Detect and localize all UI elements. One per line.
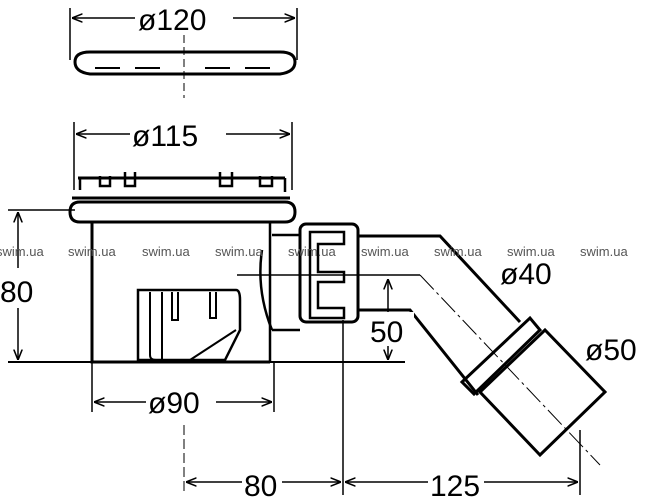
outlet-height-label: 50 xyxy=(370,316,403,349)
watermark: swim.ua xyxy=(142,244,190,259)
watermark: swim.ua xyxy=(507,244,555,259)
drain-flange: ø115 xyxy=(68,118,297,224)
bottom-dimensions: ø90 80 125 xyxy=(91,320,581,500)
outlet-small-diameter-label: ø40 xyxy=(500,258,552,291)
offset-label: 80 xyxy=(244,470,277,500)
cover-diameter-label: ø120 xyxy=(138,4,206,37)
outlet-large-diameter-label: ø50 xyxy=(585,334,637,367)
outlet-nut xyxy=(298,222,360,324)
watermark: swim.ua xyxy=(215,244,263,259)
watermark: swim.ua xyxy=(434,244,482,259)
watermark: swim.ua xyxy=(361,244,409,259)
body-height-label: 80 xyxy=(0,276,33,309)
cover-diameter-dimension: ø120 xyxy=(135,4,233,37)
flange-diameter-label: ø115 xyxy=(132,120,198,153)
body-diameter-label: ø90 xyxy=(148,387,200,420)
drain-body xyxy=(90,222,300,364)
watermark-row: swim.ua swim.ua swim.ua swim.ua swim.ua … xyxy=(0,244,628,259)
watermark: swim.ua xyxy=(288,244,336,259)
watermark: swim.ua xyxy=(580,244,628,259)
watermark: swim.ua xyxy=(0,244,44,259)
outlet-length-label: 125 xyxy=(430,470,480,500)
watermark: swim.ua xyxy=(68,244,116,259)
